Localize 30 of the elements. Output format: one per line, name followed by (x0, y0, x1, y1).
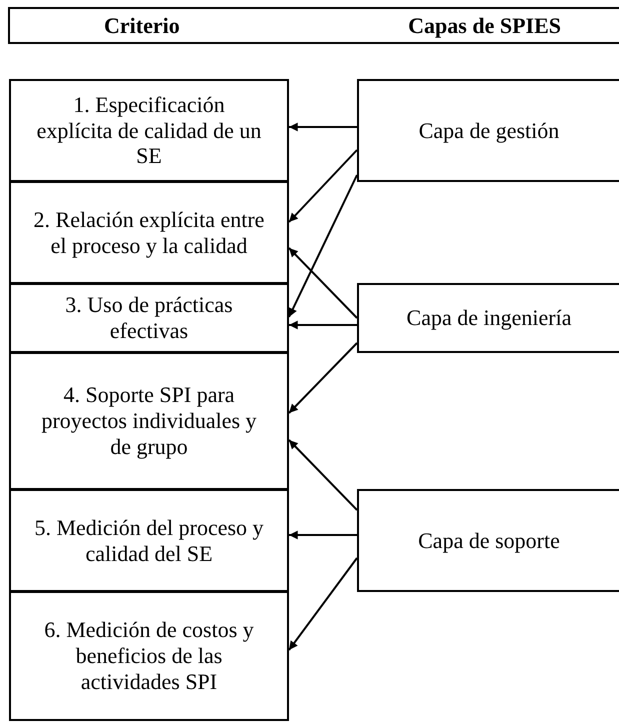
criterion-label: 1. Especificación explícita de calidad de un SE (36, 92, 262, 170)
criterion-box (9, 352, 289, 490)
arrow (288, 557, 358, 651)
criterion-box (9, 489, 289, 592)
criterion-box (9, 591, 289, 721)
layer-box (357, 283, 619, 353)
layer-box (357, 489, 619, 592)
layer-box (357, 79, 619, 182)
arrow (288, 439, 358, 511)
criterion-label: 2. Relación explícita entre el proceso y la calidad (32, 206, 266, 258)
layer-label: Capa de gestión (418, 118, 560, 144)
header-bar (8, 7, 619, 44)
criterion-label: 5. Medición del proceso y calidad del SE (33, 514, 265, 566)
column-header: Capas de SPIES (407, 12, 562, 38)
arrow (288, 247, 358, 319)
arrow (288, 122, 357, 132)
criterion-label: 6. Medición de costos y beneficios de las actividades SPI (43, 617, 255, 695)
column-header: Criterio (103, 12, 181, 38)
arrow (288, 342, 358, 414)
layer-label: Capa de soporte (417, 528, 561, 554)
arrow (288, 320, 357, 330)
criterion-label: 4. Soporte SPI para proyectos individuales y de grupo (40, 382, 258, 460)
layer-label: Capa de ingeniería (406, 305, 572, 331)
arrow (288, 530, 357, 540)
criterion-box (9, 283, 289, 353)
arrow (288, 149, 358, 223)
criterion-box (9, 79, 289, 182)
criterion-box (9, 181, 289, 284)
arrow (288, 174, 358, 318)
criterion-label: 3. Uso de prácticas efectivas (64, 292, 234, 344)
